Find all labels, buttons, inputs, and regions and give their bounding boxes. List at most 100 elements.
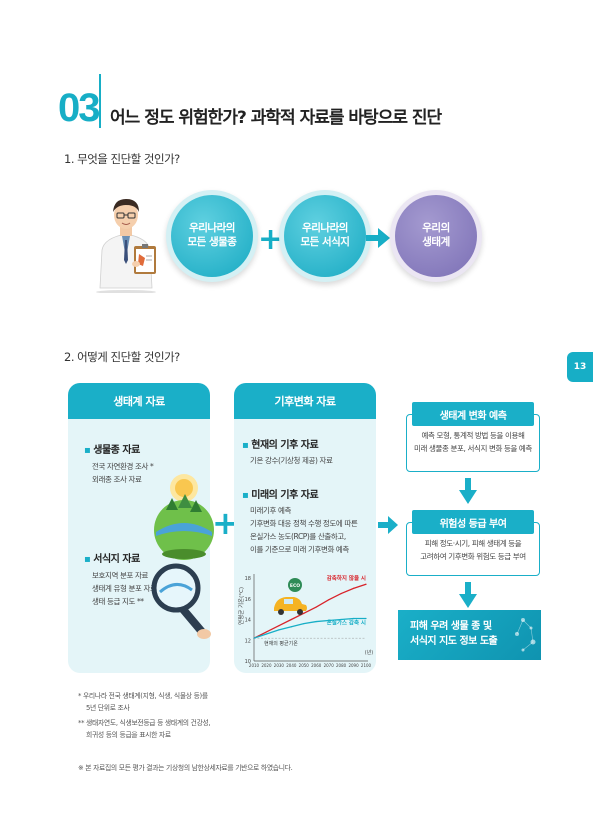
text-line: 미래기후 예측	[250, 506, 291, 515]
footnote-grade-map: ** 생태자연도, 식생보전등급 등 생태계의 건강성, 희귀성 등의 등급을 …	[78, 717, 211, 741]
chart-point	[328, 619, 330, 622]
text-line: 기후변화 대응 정책 수행 정도에 따른	[250, 519, 358, 529]
text-line: 외래종 조사 자료	[92, 475, 142, 485]
risk-grading-title: 위험성 등급 부여	[412, 510, 534, 534]
chart-point	[265, 631, 268, 633]
chart-xtick-label: 2050	[299, 663, 310, 668]
chart-point	[253, 637, 255, 639]
chart-xtick-label: 2040	[286, 663, 297, 668]
chart-point	[290, 618, 292, 621]
ecosystem-globe-illustration	[151, 474, 214, 639]
future-climate-title: 미래의 기후 자료	[242, 486, 318, 501]
chart-series-line	[253, 583, 367, 639]
prediction-title: 생태계 변화 예측	[412, 402, 534, 426]
arrow-right-icon	[366, 228, 390, 248]
chart-point	[303, 623, 305, 625]
page-title: 어느 정도 위험한가? 과학적 자료를 바탕으로 진단	[110, 108, 442, 128]
habitat-data-title: 서식지 자료	[84, 550, 140, 565]
chart-series-label: 온실가스 감축 시	[327, 618, 366, 626]
current-climate-text: 기온 강수(기상청 제공) 자료	[250, 456, 333, 465]
chart-xtick-label: 2100	[361, 663, 372, 668]
text-line: 5년 단위로 조사	[86, 704, 130, 713]
doctor-illustration	[96, 199, 156, 293]
text-line: 서식지 지도 정보 도출	[410, 636, 498, 647]
panel-title: 기후변화 자료	[234, 383, 376, 419]
text-line: 생태계 유형 분포 자료	[92, 584, 157, 594]
chart-xtick-label: 2080	[336, 663, 347, 668]
chart-series-line	[253, 617, 366, 639]
circle-line: 모든 생물종	[187, 236, 237, 248]
chart-xtick-label: 2010	[249, 663, 260, 668]
species-data-text: 전국 자연환경 조사 * 외래종 조사 자료	[92, 460, 154, 486]
chart-point	[328, 599, 330, 601]
chart-point	[265, 633, 268, 635]
chart-point	[315, 620, 317, 623]
arrow-down-icon	[459, 478, 477, 504]
text-line: ** 생태자연도, 식생보전등급 등 생태계의 건강성,	[78, 719, 211, 727]
chart-xtick-label: 2030	[274, 663, 285, 668]
chart-ytick-label: 10	[245, 659, 251, 665]
text-line: 희귀성 등의 등급을 표시한 자료	[86, 731, 171, 740]
chart-ytick-label: 14	[245, 618, 251, 624]
chart-xtick-label: 2060	[311, 663, 322, 668]
text-line: 피해 정도·시기, 피해 생태계 등을	[424, 539, 522, 548]
map-graphic-icon	[515, 618, 536, 652]
chart-ytick-label: 12	[245, 638, 251, 644]
text-line: 미래 생물종 분포, 서식지 변화 등을 예측	[414, 444, 532, 454]
chart-point	[340, 618, 342, 621]
section2-heading: 2. 어떻게 진단할 것인가?	[64, 350, 180, 364]
chart-xtick-label: 2020	[261, 663, 272, 668]
text-line: 보호지역 분포 자료	[92, 571, 148, 580]
species-data-title: 생물종 자료	[84, 441, 140, 456]
page-number-tab: 13	[567, 352, 593, 382]
section1-heading: 1. 무엇을 진단할 것인가?	[64, 152, 180, 166]
chart-xtick-label: 2070	[324, 663, 335, 668]
chart-point	[365, 583, 367, 585]
chart-point	[340, 592, 342, 595]
chart-baseline-label: 현재의 평균기온	[264, 640, 298, 647]
circle-line: 우리나라의	[302, 222, 348, 235]
text-line: 전국 자연환경 조사 *	[92, 462, 154, 471]
chart-xtick-label: 2090	[348, 663, 359, 668]
chart-point	[352, 617, 355, 620]
text-line: 온실가스 농도(RCP)를 산출하고,	[250, 532, 346, 542]
text-line: 고려하여 기후변화 위험도 등급 부여	[420, 552, 526, 562]
text-line: 이를 기준으로 미래 기후변화 예측	[250, 545, 349, 555]
future-climate-text: 미래기후 예측 기후변화 대응 정책 수행 정도에 따른 온실가스 농도(RCP…	[250, 504, 358, 557]
eco-car-icon: ECO	[274, 578, 307, 615]
chart-xlabel: (년)	[365, 649, 374, 656]
footnote-survey: * 우리나라 전국 생태계(지형, 식생, 식물상 등)를 5년 단위로 조사	[78, 690, 208, 714]
chart-point	[315, 606, 317, 608]
circle-line: 모든 서식지	[300, 236, 350, 248]
chart-point	[303, 612, 305, 614]
chart-point	[278, 625, 280, 627]
panel-title: 생태계 자료	[68, 383, 210, 419]
plus-icon: +	[258, 222, 284, 257]
chart-point	[365, 617, 367, 620]
text-line: 피해 우려 생물 종 및	[410, 621, 492, 632]
bottom-note: ※ 본 자료집의 모든 평가 결과는 기상청의 남한상세자료를 기반으로 하였습…	[78, 764, 293, 772]
title-divider	[99, 74, 101, 128]
climate-data-panel: 기후변화 자료	[234, 383, 376, 673]
circle-line: 생태계	[422, 236, 450, 248]
text-line: 생태 등급 지도 **	[92, 597, 144, 607]
result-box: 피해 우려 생물 종 및 서식지 지도 정보 도출	[398, 610, 541, 660]
text-line: * 우리나라 전국 생태계(지형, 식생, 식물상 등)를	[78, 692, 208, 700]
section-number: 03	[58, 86, 100, 130]
arrow-right-icon	[378, 516, 398, 534]
chart-ytick-label: 18	[245, 576, 251, 582]
chart-axes: 현재의 평균기온	[253, 574, 368, 662]
circle-line: 우리의	[422, 222, 450, 235]
chart-point	[290, 626, 292, 628]
habitat-data-text: 보호지역 분포 자료 생태계 유형 분포 자료 생태 등급 지도 **	[92, 569, 157, 608]
chart-series-label: 감축하지 않을 시	[327, 574, 366, 582]
chart-point	[278, 629, 280, 631]
chart-point	[352, 587, 355, 589]
